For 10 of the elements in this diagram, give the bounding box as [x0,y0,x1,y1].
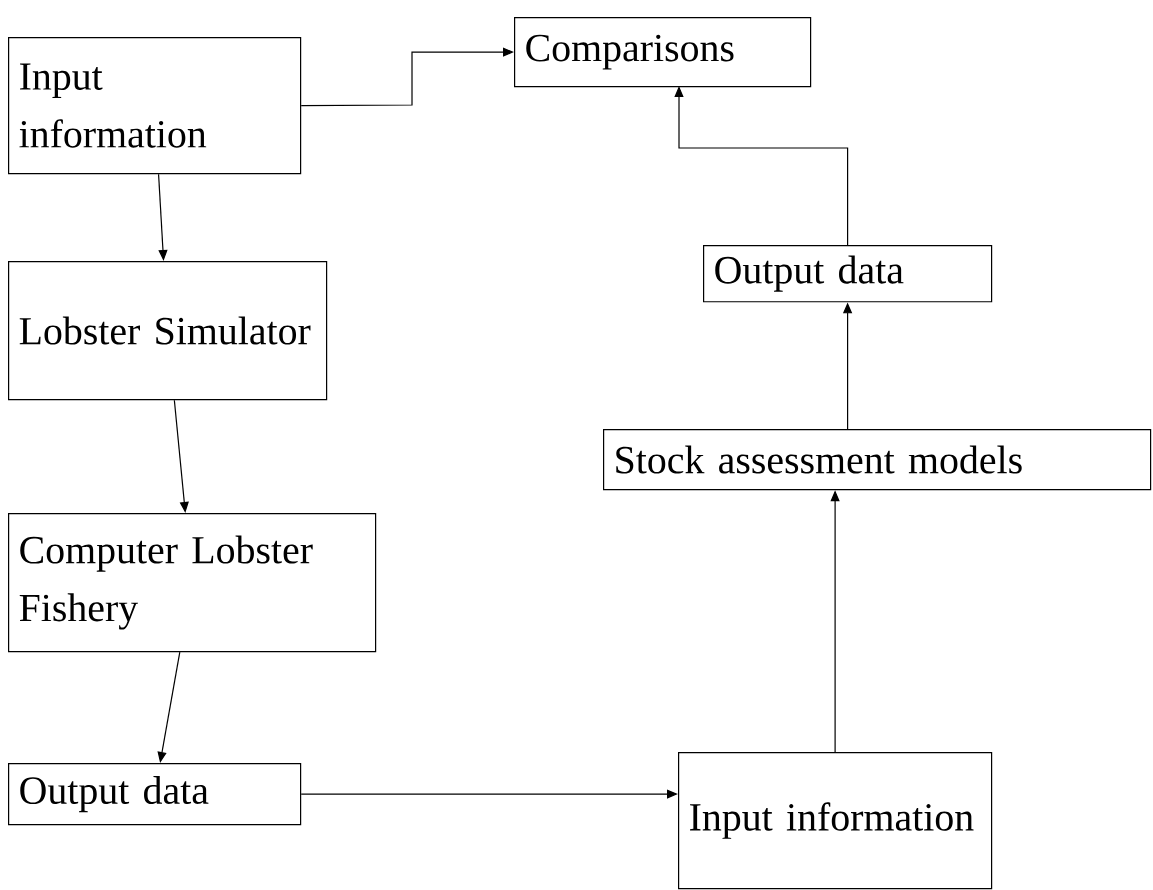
arrow [157,173,168,261]
process-box: Computer Lobster Fishery [8,513,377,653]
process-box: Input information [678,752,993,890]
process-box: Input information [8,37,302,175]
process-box: Output data [703,245,993,303]
arrow [157,651,181,763]
process-box: Comparisons [514,17,812,88]
process-box: Output data [8,763,302,826]
process-box: Stock assessment models [603,429,1152,491]
process-box: Lobster Simulator [8,261,328,401]
